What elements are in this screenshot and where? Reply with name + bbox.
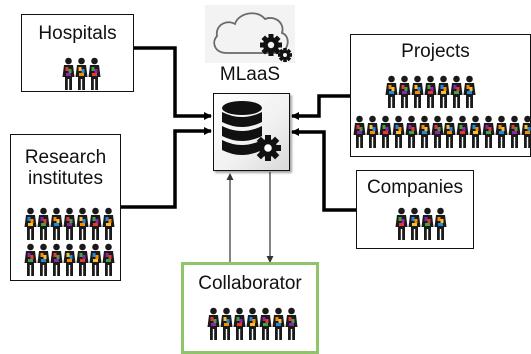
people-group-icon [353, 115, 366, 148]
research-arrow [121, 127, 212, 209]
companies-node: Companies [356, 170, 474, 249]
people-group-icon [379, 115, 392, 148]
people-group-icon [233, 307, 246, 340]
people-group-icon [495, 115, 508, 148]
people-group-icon [50, 243, 63, 276]
people-group-icon [63, 243, 76, 276]
projects-people-row-2b [443, 115, 531, 149]
people-group-icon [392, 115, 405, 148]
people-group-icon [220, 307, 233, 340]
people-group-icon [521, 115, 531, 148]
companies-label: Companies [366, 177, 464, 198]
people-group-icon [424, 75, 437, 108]
people-group-icon [75, 57, 88, 90]
mlaas-hub [213, 93, 290, 171]
people-group-icon [88, 57, 101, 90]
projects-people-row-2a [353, 115, 444, 149]
people-group-icon [37, 207, 50, 240]
people-group-icon [437, 75, 450, 108]
hospitals-people [62, 57, 101, 91]
people-group-icon [102, 243, 115, 276]
people-group-icon [63, 207, 76, 240]
projects-people-row-1 [385, 75, 476, 109]
people-group-icon [89, 243, 102, 276]
people-group-icon [76, 243, 89, 276]
hospitals-node: Hospitals [21, 14, 134, 92]
people-group-icon [418, 115, 431, 148]
people-group-icon [285, 307, 298, 340]
mlaas-label: MLaaS [219, 64, 281, 85]
cloud-gear-icon [213, 12, 292, 62]
people-group-icon [434, 207, 447, 240]
hospitals-label: Hospitals [38, 23, 117, 44]
people-group-icon [259, 307, 272, 340]
research-people-row-2 [24, 243, 115, 277]
people-group-icon [408, 207, 421, 240]
people-group-icon [463, 75, 476, 108]
projects-arrow [291, 94, 350, 120]
people-group-icon [482, 115, 495, 148]
companies-arrow [291, 128, 356, 212]
companies-people [395, 207, 447, 241]
people-group-icon [421, 207, 434, 240]
people-group-icon [24, 207, 37, 240]
people-group-icon [76, 207, 89, 240]
people-group-icon [469, 115, 482, 148]
people-group-icon [398, 75, 411, 108]
collaborator-node: Collaborator [181, 262, 319, 354]
people-group-icon [24, 243, 37, 276]
people-group-icon [431, 115, 444, 148]
people-group-icon [411, 75, 424, 108]
mlaas-cloud [205, 5, 295, 63]
people-group-icon [450, 75, 463, 108]
database-gear-icon [222, 101, 281, 161]
people-group-icon [366, 115, 379, 148]
people-group-icon [62, 57, 75, 90]
people-group-icon [246, 307, 259, 340]
people-group-icon [508, 115, 521, 148]
people-group-icon [102, 207, 115, 240]
projects-label: Projects [401, 41, 470, 62]
hospitals-arrow [134, 46, 212, 120]
research-label: Research institutes [24, 147, 107, 190]
people-group-icon [89, 207, 102, 240]
people-group-icon [385, 75, 398, 108]
research-node: Research institutes [10, 134, 121, 281]
research-people-row-1 [24, 207, 115, 241]
people-group-icon [272, 307, 285, 340]
projects-node: Projects [350, 34, 531, 157]
people-group-icon [456, 115, 469, 148]
collaborator-label: Collaborator [198, 273, 302, 294]
people-group-icon [50, 207, 63, 240]
people-group-icon [443, 115, 456, 148]
people-group-icon [37, 243, 50, 276]
collaborator-people [207, 307, 298, 341]
people-group-icon [395, 207, 408, 240]
people-group-icon [207, 307, 220, 340]
people-group-icon [405, 115, 418, 148]
